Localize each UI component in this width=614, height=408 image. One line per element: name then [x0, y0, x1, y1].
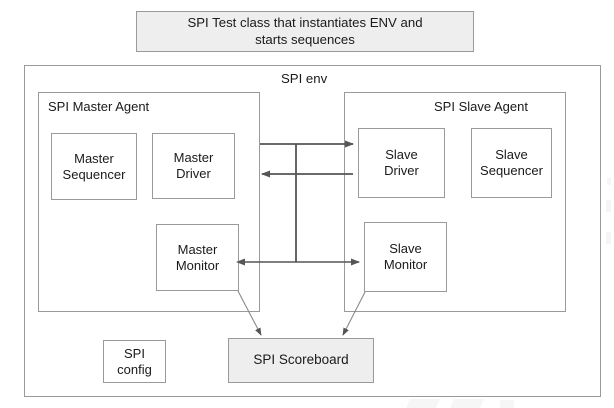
watermark-artifact: [405, 399, 441, 408]
master-monitor-label: Master Monitor: [175, 241, 220, 273]
slave-driver-label: Slave Driver: [384, 147, 419, 178]
master-sequencer-label: Master Sequencer: [62, 150, 126, 182]
spi-master-agent-label: SPI Master Agent: [48, 99, 150, 114]
watermark-artifact: [607, 178, 611, 185]
master-monitor-box[interactable]: [156, 224, 239, 291]
watermark-artifact: [500, 400, 514, 408]
spi-scoreboard-box[interactable]: [228, 338, 374, 383]
watermark-artifact: [606, 200, 611, 212]
spi-config-label: SPI config: [117, 345, 152, 377]
slave-sequencer-label: Slave Sequencer: [480, 147, 543, 178]
test-class-banner[interactable]: [136, 11, 474, 52]
test-class-banner-label: SPI Test class that instantiates ENV and…: [187, 15, 423, 47]
watermark-artifact: [449, 399, 485, 408]
watermark-artifact: [606, 232, 611, 244]
spi-scoreboard-label: SPI Scoreboard: [253, 352, 349, 368]
master-sequencer-box[interactable]: [51, 133, 137, 200]
master-driver-box[interactable]: [152, 133, 235, 199]
spi-env-label: SPI env: [281, 71, 328, 86]
slave-driver-box[interactable]: [358, 128, 445, 198]
slave-sequencer-box[interactable]: [471, 128, 552, 198]
slave-monitor-box[interactable]: [364, 222, 447, 292]
master-driver-label: Master Driver: [173, 150, 214, 181]
slave-monitor-label: Slave Monitor: [383, 241, 428, 272]
spi-slave-agent-label: SPI Slave Agent: [434, 99, 528, 114]
spi-config-box[interactable]: [103, 340, 166, 383]
